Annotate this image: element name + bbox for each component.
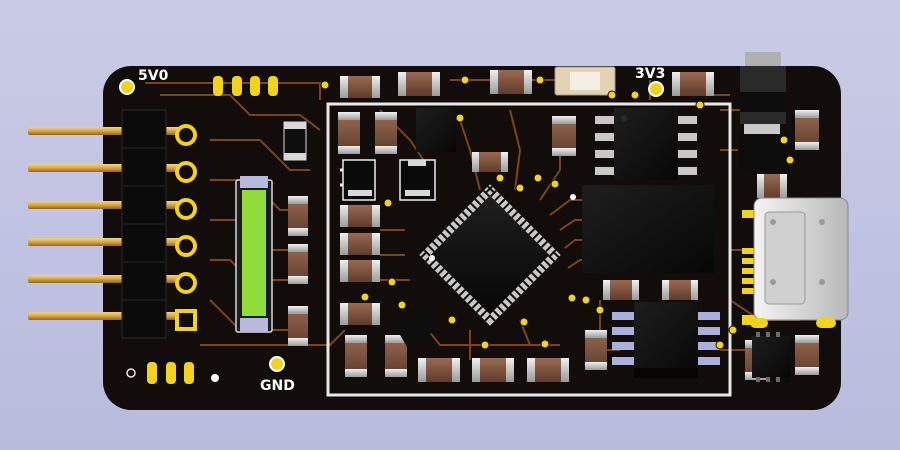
small-ic-bottom-right [752, 332, 790, 382]
pin1-dot [570, 194, 576, 200]
capacitors-horizontal [340, 70, 787, 382]
micro-usb-connector [742, 197, 849, 328]
mcu-pin1-dot [429, 255, 435, 261]
sot-marks [348, 160, 430, 196]
label-5v0: 5V0 [138, 68, 169, 84]
mounting-dot [126, 368, 136, 378]
bottom-gold-pads [147, 362, 194, 384]
flash-chip [582, 185, 714, 273]
led-smd-top [554, 66, 616, 96]
soic8-bottom [612, 302, 720, 378]
regulator [738, 52, 788, 170]
label-gnd: GND [260, 378, 295, 394]
led-bar [235, 176, 273, 333]
soic8-top [595, 108, 697, 180]
pin-header-segments [122, 147, 166, 301]
mounting-dot [211, 374, 219, 382]
top-gold-pads [213, 76, 278, 96]
vias [320, 75, 795, 350]
label-3v3: 3V3 [635, 66, 665, 82]
test-points [119, 79, 664, 372]
pin-header-pads [175, 124, 197, 331]
